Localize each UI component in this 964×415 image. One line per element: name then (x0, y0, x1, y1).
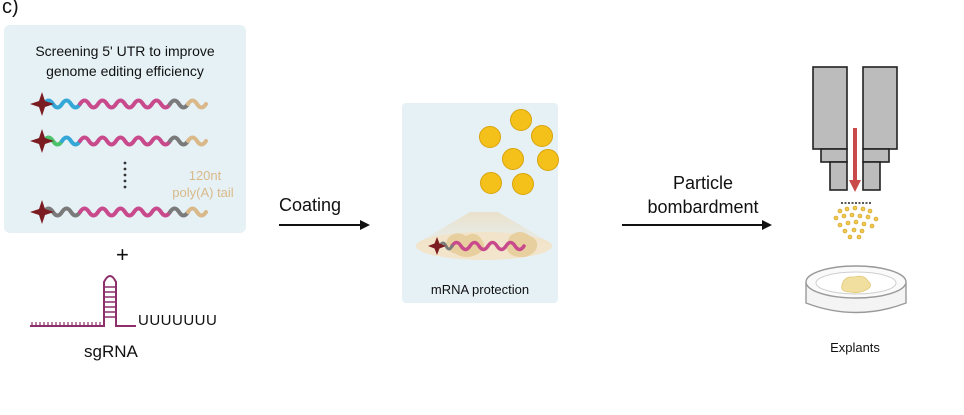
gray-segment (42, 206, 82, 218)
cap-star-icon (30, 129, 54, 153)
bombardment-label-line-2: bombardment (647, 197, 759, 217)
gold-particle (502, 148, 524, 170)
utr-segment (42, 98, 82, 110)
poly-a-tail-label: poly(A) tail (172, 185, 234, 200)
gun-left-nozzle (829, 161, 848, 191)
gray-segment (168, 206, 190, 218)
coating-label: Coating (279, 195, 342, 215)
sgrna-structure (30, 275, 136, 327)
poly-a-tail (186, 206, 208, 218)
gun-left-housing (812, 66, 848, 150)
panel-label: c) (2, 0, 19, 18)
utr-segment (60, 135, 82, 147)
poly-a-length-label: 120nt (188, 168, 222, 183)
protected-mrna (416, 232, 552, 260)
gene-gun-icon (812, 66, 898, 204)
cap-star-icon (30, 92, 54, 116)
particle-acceleration-arrowhead (849, 180, 861, 192)
sgrna-poly-u-label: UUUUUUU (138, 312, 218, 329)
gold-particle (531, 125, 553, 147)
gray-segment (168, 98, 190, 110)
mrna-construct-1 (30, 92, 208, 116)
poly-a-tail (186, 98, 208, 110)
explants-label: Explants (830, 340, 880, 355)
mrna-protection-label: mRNA protection (430, 282, 530, 297)
screening-title-line-1: Screening 5' UTR to improve (35, 43, 215, 59)
cap-star-icon (30, 200, 54, 224)
gold-particle (480, 172, 502, 194)
explant-tissue (841, 275, 871, 294)
particle-spray (833, 205, 879, 240)
bombardment-label-line-1: Particle (672, 173, 734, 193)
vertical-ellipsis (123, 161, 127, 189)
sgrna-backbone (30, 275, 136, 327)
gun-left-collar (820, 148, 848, 163)
gold-particle (479, 126, 501, 148)
screening-panel (4, 25, 246, 233)
mrna-construct-2 (30, 129, 208, 153)
sgrna-spacer-ticks (31, 322, 101, 326)
coding-segment (450, 240, 526, 252)
petri-dish-icon (805, 265, 907, 314)
gun-right-collar (862, 148, 890, 163)
protein-blob (506, 232, 538, 258)
gold-particle (537, 149, 559, 171)
gun-right-housing (862, 66, 898, 150)
gold-particles (479, 109, 559, 195)
gray-segment (168, 135, 190, 147)
sgrna-label: sgRNA (84, 342, 138, 361)
protein-blob (446, 233, 485, 257)
gold-particle (510, 109, 532, 131)
poly-a-tail (186, 135, 208, 147)
coding-segment (78, 98, 172, 110)
cap-star-icon (428, 237, 446, 255)
gun-right-nozzle (862, 161, 881, 191)
gold-particle (512, 173, 534, 195)
coding-segment (78, 206, 172, 218)
mrna-construct-3 (30, 200, 208, 224)
sgrna-hairpin-rungs (104, 286, 116, 318)
plus-sign: + (116, 242, 129, 267)
screening-title-line-2: genome editing efficiency (46, 63, 204, 79)
coding-segment (78, 135, 172, 147)
